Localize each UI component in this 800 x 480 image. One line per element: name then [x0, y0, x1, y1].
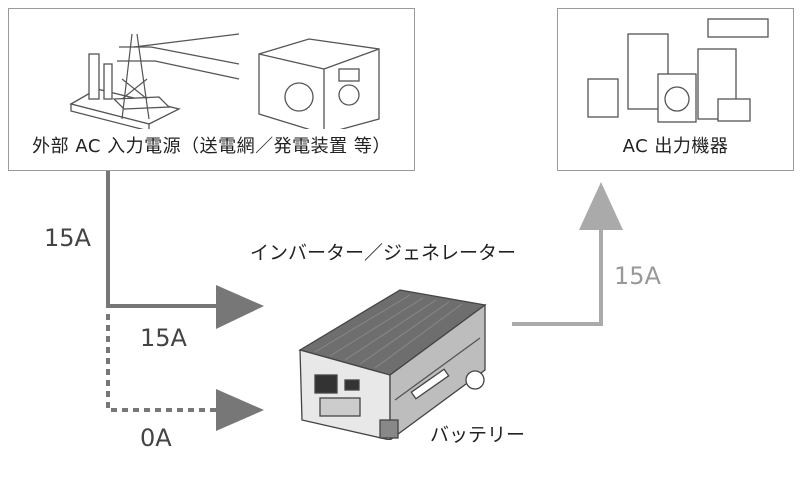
- to-output-arrowhead: [579, 182, 623, 230]
- to-device-arrowhead: [216, 285, 264, 329]
- external-ac-source-box: 外部 AC 入力電源（送電網／発電装置 等）: [8, 8, 415, 171]
- battery-label: バッテリー: [430, 424, 526, 446]
- microwave-icon: [717, 98, 751, 122]
- device-to-output-line: [512, 228, 603, 326]
- inverter-generator-illustration: [298, 289, 487, 440]
- to-battery-arrowhead: [216, 389, 264, 431]
- ac-output-box: AC 出力機器: [557, 8, 794, 171]
- to-battery-current-label: 0A: [140, 424, 172, 452]
- power-plant-icon: [69, 53, 181, 129]
- appliances-illustration: [587, 18, 769, 123]
- source-to-device-line: [106, 171, 222, 308]
- output-label: AC 出力機器: [622, 136, 729, 157]
- generator-icon: [258, 38, 380, 129]
- transmission-tower-icon: [117, 33, 240, 120]
- source-label: 外部 AC 入力電源（送電網／発電装置 等）: [32, 136, 391, 157]
- device-title: インバーター／ジェネレーター: [250, 242, 517, 264]
- power-grid-illustration: [69, 33, 380, 129]
- to-device-current-label: 15A: [140, 324, 187, 352]
- source-current-label: 15A: [44, 224, 91, 252]
- air-conditioner-icon: [707, 18, 769, 38]
- speaker-icon: [587, 78, 619, 118]
- output-current-label: 15A: [614, 262, 661, 290]
